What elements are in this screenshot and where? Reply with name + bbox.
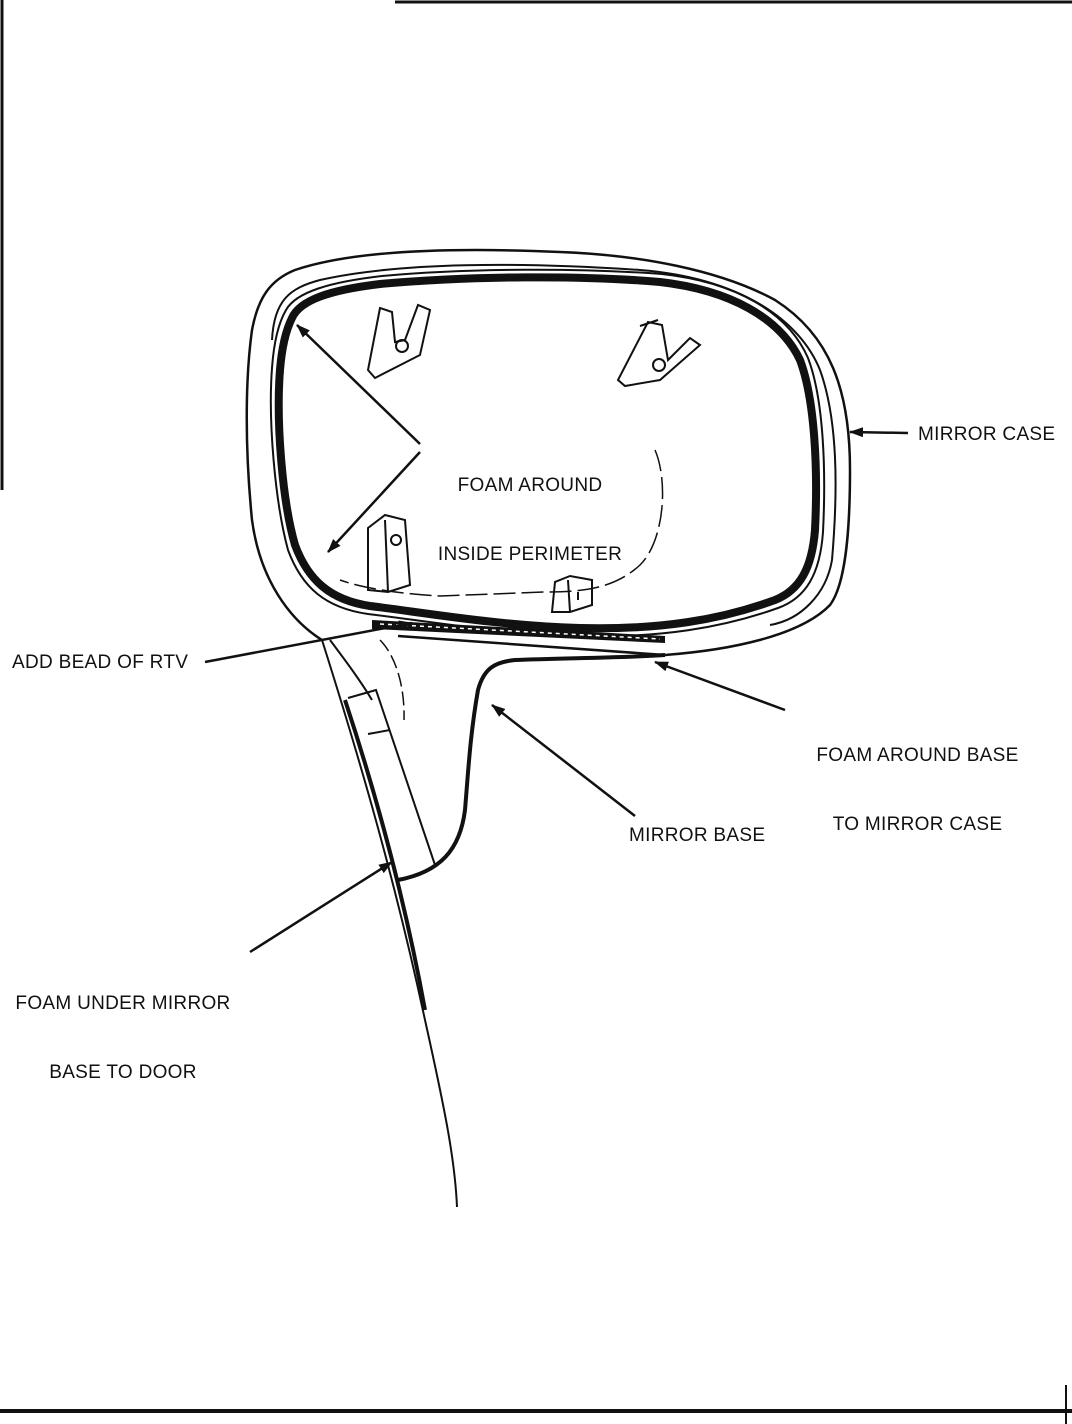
door-edge (321, 639, 458, 1208)
label-foam-base-case-line2: TO MIRROR CASE (832, 814, 1003, 835)
label-foam-base-case-line1: FOAM AROUND BASE (816, 745, 1019, 766)
leader-arrows (204, 324, 909, 954)
label-bead-rtv: ADD BEAD OF RTV (12, 652, 189, 673)
arrow-mirror-base (491, 704, 636, 817)
label-mirror-case: MIRROR CASE (918, 424, 1056, 445)
rtv-bead (372, 620, 665, 643)
label-foam-under-base: FOAM UNDER MIRROR BASE TO DOOR (8, 946, 238, 1130)
arrow-foam-inside-upper (296, 324, 421, 445)
internal-contour (339, 449, 664, 597)
mounting-bracket-bottom-left (367, 513, 412, 594)
label-foam-base-case: FOAM AROUND BASE TO MIRROR CASE (805, 698, 1030, 882)
arrow-bead-rtv (204, 620, 413, 664)
label-foam-inside-perimeter-line1: FOAM AROUND (457, 475, 603, 496)
mounting-clip-top-left (366, 303, 432, 380)
arrow-foam-inside-lower (327, 451, 421, 553)
foam-strip (269, 268, 826, 638)
label-foam-inside-perimeter: FOAM AROUND INSIDE PERIMETER (425, 428, 635, 612)
mirror-base-outline (329, 639, 666, 882)
label-foam-under-base-line1: FOAM UNDER MIRROR (15, 993, 231, 1014)
arrow-mirror-case (849, 427, 909, 438)
mounting-bracket-bottom-right (550, 574, 593, 613)
label-foam-inside-perimeter-line2: INSIDE PERIMETER (437, 544, 623, 565)
label-foam-under-base-line2: BASE TO DOOR (49, 1062, 197, 1083)
arrow-foam-under-base (249, 860, 393, 954)
mounting-clip-top-right (616, 319, 702, 388)
label-mirror-base: MIRROR BASE (629, 825, 766, 846)
arrow-foam-base-case (654, 660, 786, 712)
